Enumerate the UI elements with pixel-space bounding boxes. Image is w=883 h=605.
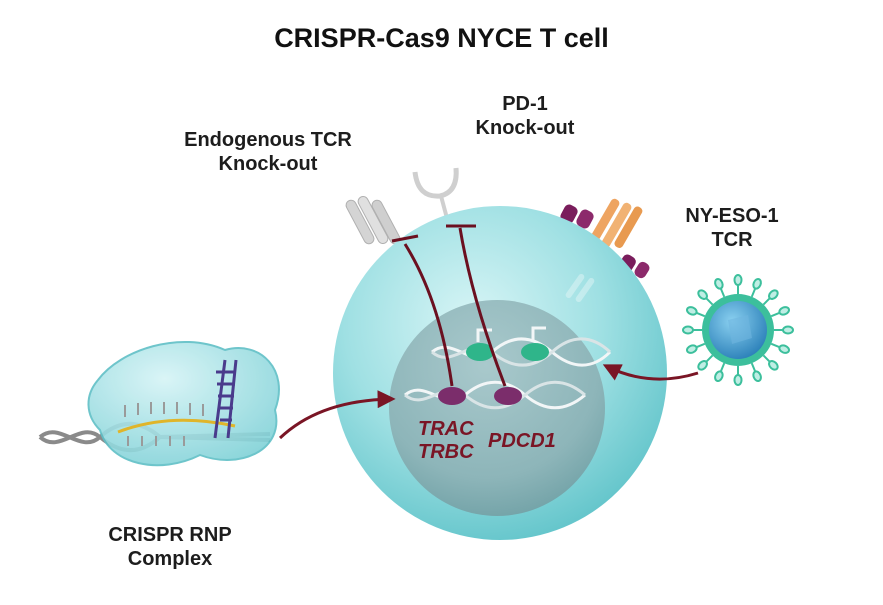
virus-spike-head bbox=[782, 325, 794, 335]
virus-spike-head bbox=[685, 306, 698, 316]
rnp-complex-label-line1: CRISPR RNP bbox=[108, 524, 232, 546]
guide-rna bbox=[117, 418, 236, 434]
tcr-inhibition-line bbox=[403, 243, 454, 387]
rnp-complex-label-line2: Complex bbox=[127, 548, 213, 570]
diagram-title: CRISPR-Cas9 NYCE T cell bbox=[274, 23, 609, 53]
dna-rungs bbox=[124, 402, 204, 446]
virus-spike-head bbox=[752, 370, 762, 383]
transgene-dna bbox=[430, 326, 612, 367]
virus-spike-head bbox=[768, 360, 779, 371]
tcr-inhibition-bar bbox=[391, 234, 419, 243]
virus-spike-head bbox=[714, 370, 724, 383]
virus-spike-head bbox=[733, 274, 743, 286]
virus-spike-head bbox=[752, 277, 762, 290]
scaffold-rna bbox=[213, 359, 238, 439]
pd1-label-line1: PD-1 bbox=[502, 93, 548, 115]
pd1-label-line2: Knock-out bbox=[475, 117, 575, 139]
endogenous-tcr-label-line2: Knock-out bbox=[218, 153, 318, 175]
gene-label-trbc: TRBC bbox=[418, 441, 474, 463]
virus-spike-head bbox=[685, 344, 698, 354]
cas9-protein bbox=[87, 341, 280, 467]
endogenous-tcr-label: Endogenous TCR Knock-out bbox=[168, 128, 368, 176]
virus-spike-head bbox=[714, 277, 724, 290]
internalized-receptor bbox=[565, 273, 595, 303]
pd1-label: PD-1 Knock-out bbox=[440, 92, 610, 140]
virus-spike-head bbox=[697, 289, 708, 300]
lentivirus-particle bbox=[682, 274, 794, 386]
pdcd1-locus bbox=[494, 387, 522, 405]
rnp-delivery-arrow bbox=[278, 390, 396, 440]
pd1-inhibition-line bbox=[458, 227, 507, 387]
trac-trbc-locus bbox=[438, 387, 466, 405]
nyeso-tcr-label-line1: NY-ESO-1 bbox=[685, 205, 779, 227]
endogenous-tcr-label-line1: Endogenous TCR bbox=[184, 129, 352, 151]
gene-label-pdcd1: PDCD1 bbox=[488, 430, 556, 452]
viral-transduction-arrow bbox=[602, 364, 699, 381]
virus-spike-head bbox=[778, 344, 791, 354]
virus-spike-head bbox=[733, 374, 743, 386]
endogenous-tcr-receptor bbox=[345, 195, 401, 245]
virus-spike-head bbox=[768, 289, 779, 300]
nyeso-tcr-label-line2: TCR bbox=[711, 229, 753, 251]
target-dna bbox=[404, 380, 586, 410]
crispr-rnp-complex bbox=[38, 341, 280, 467]
gene-label-trac: TRAC bbox=[418, 418, 474, 440]
rnp-complex-label: CRISPR RNP Complex bbox=[70, 523, 270, 571]
virus-spike-head bbox=[697, 360, 708, 371]
transgene-locus-2 bbox=[521, 343, 549, 361]
virus-spike-head bbox=[778, 306, 791, 316]
transgene-locus-1 bbox=[466, 343, 494, 361]
nyeso-tcr-label: NY-ESO-1 TCR bbox=[652, 204, 812, 252]
inhibition-lines bbox=[391, 224, 507, 387]
virus-spike-head bbox=[682, 325, 694, 335]
